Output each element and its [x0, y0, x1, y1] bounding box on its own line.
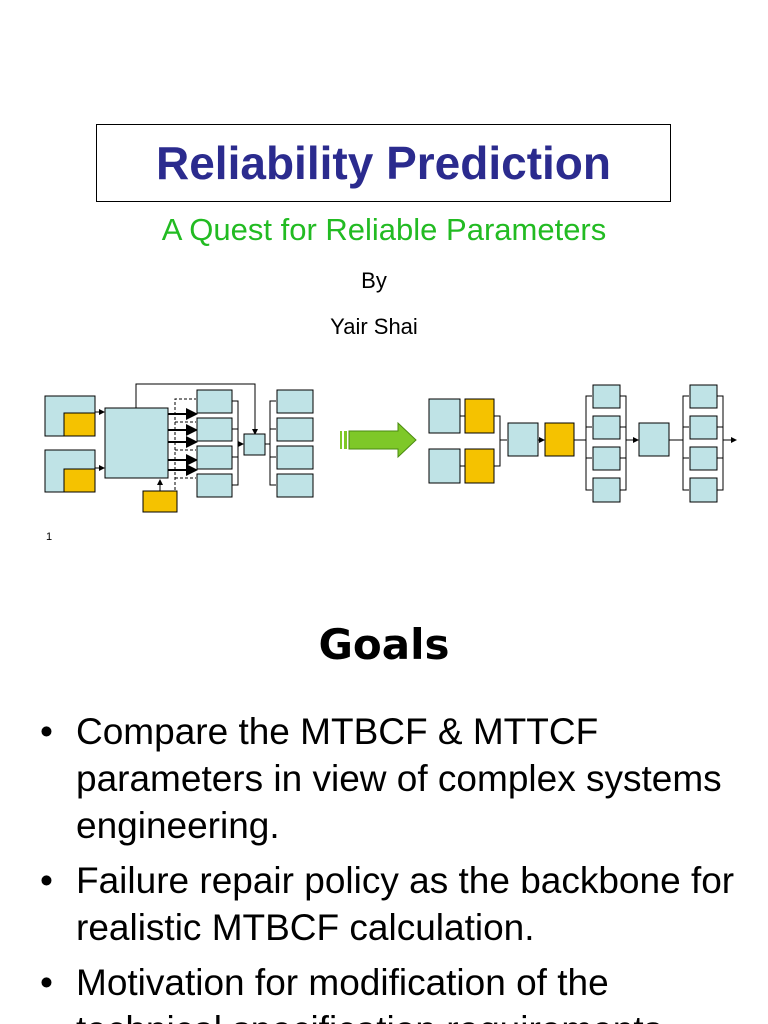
- title-box: Reliability Prediction: [96, 124, 671, 202]
- list-item: •Compare the MTBCF & MTTCF parameters in…: [36, 708, 736, 849]
- title-slide: Reliability Prediction A Quest for Relia…: [44, 124, 737, 543]
- system-block-diagram: [44, 383, 737, 513]
- goals-slide: Goals •Compare the MTBCF & MTTCF paramet…: [0, 560, 768, 1024]
- transform-arrow-icon: [340, 421, 417, 459]
- complex-system-diagram: [44, 383, 314, 513]
- list-item: •Failure repair policy as the backbone f…: [36, 857, 736, 951]
- goals-title: Goals: [318, 620, 450, 669]
- reliability-block-diagram: [428, 384, 737, 503]
- bullet-icon: •: [40, 860, 53, 901]
- goals-list: •Compare the MTBCF & MTTCF parameters in…: [36, 708, 736, 1024]
- slide-title: Reliability Prediction: [156, 137, 611, 189]
- list-item: •Motivation for modification of the tech…: [36, 959, 736, 1024]
- bullet-icon: •: [40, 962, 53, 1003]
- by-label: By: [361, 268, 387, 293]
- author-name: Yair Shai: [330, 314, 418, 339]
- slide-subtitle: A Quest for Reliable Parameters: [161, 212, 607, 247]
- page-number: 1: [46, 531, 53, 543]
- bullet-icon: •: [40, 711, 53, 752]
